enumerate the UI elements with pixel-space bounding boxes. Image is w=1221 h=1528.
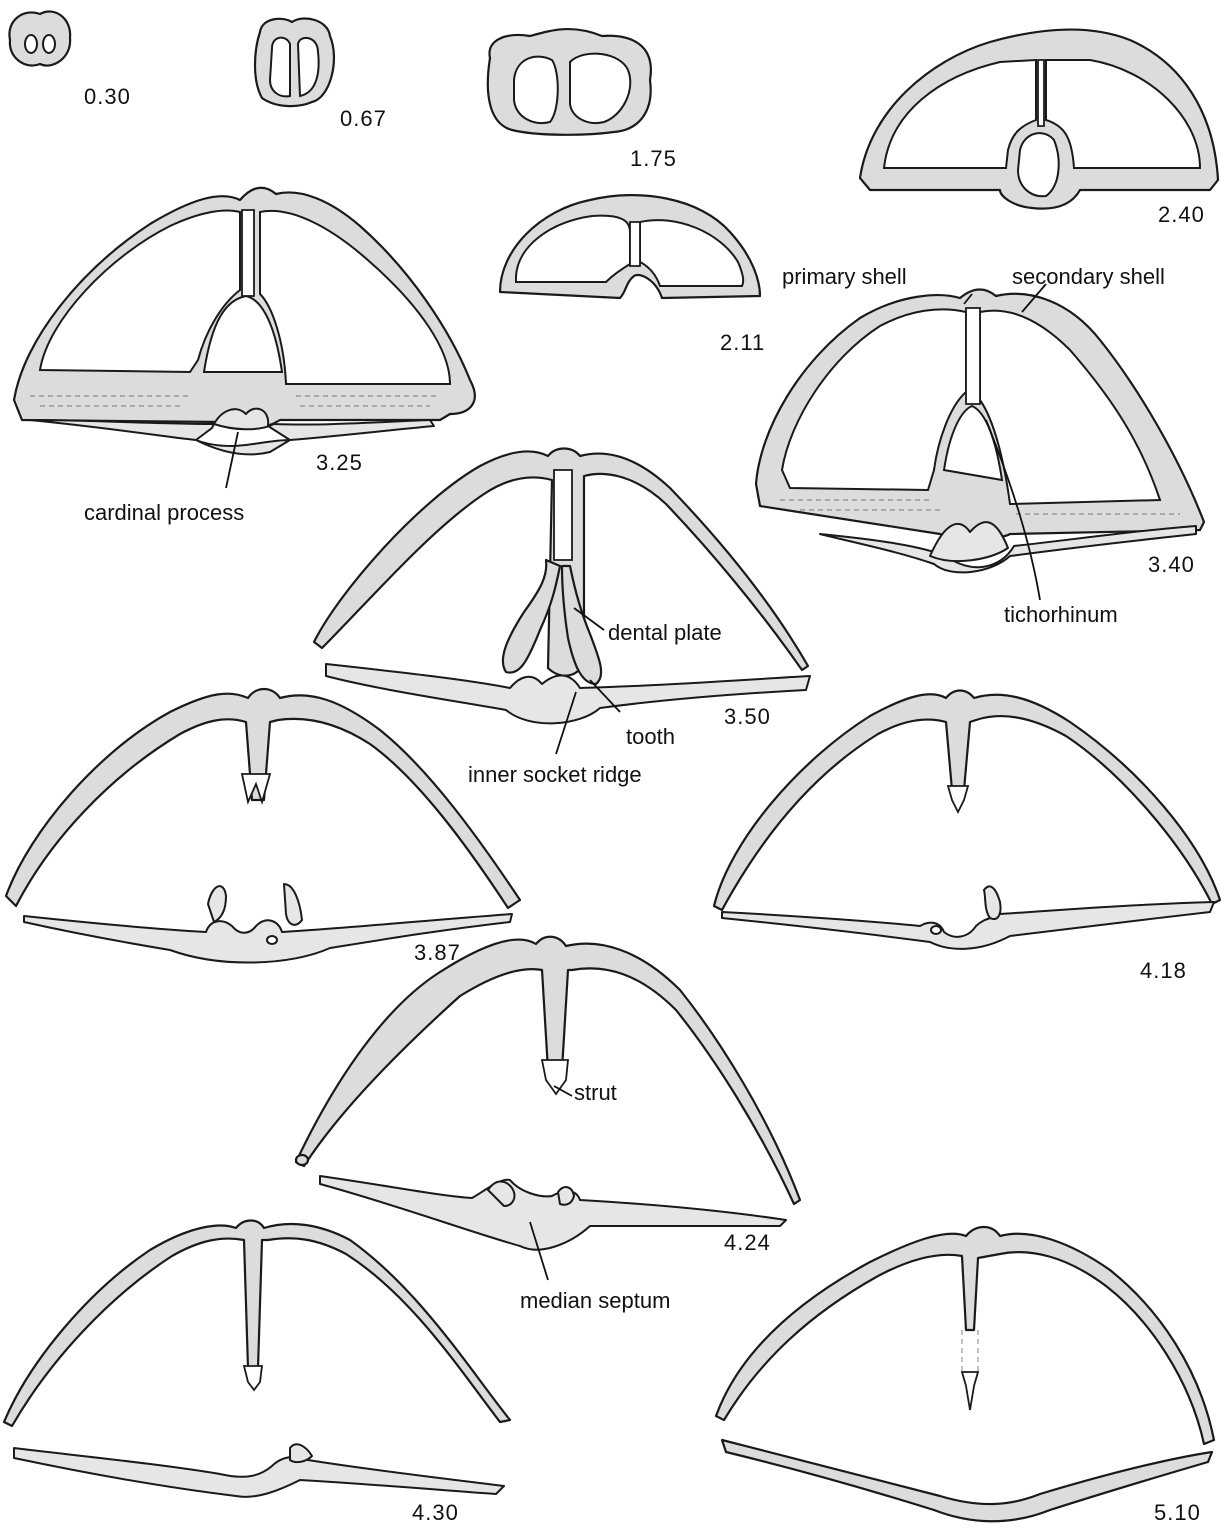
leader-cardinal-process — [226, 432, 238, 488]
section-0-67 — [255, 18, 334, 106]
section-3-40 — [756, 289, 1204, 572]
section-3-87 — [6, 689, 520, 963]
label-tooth: tooth — [626, 724, 675, 749]
section-3-25 — [14, 188, 475, 455]
section-4-24 — [296, 937, 800, 1250]
label-dental-plate: dental plate — [608, 620, 722, 645]
section-label-0-30: 0.30 — [84, 84, 131, 109]
section-label-2-11: 2.11 — [720, 330, 765, 355]
label-cardinal-process: cardinal process — [84, 500, 244, 525]
section-4-18 — [714, 691, 1220, 949]
label-tichorhinum: tichorhinum — [1004, 602, 1118, 627]
section-label-4-30: 4.30 — [412, 1500, 459, 1525]
section-label-3-40: 3.40 — [1148, 552, 1195, 577]
section-label-5-10: 5.10 — [1154, 1500, 1201, 1525]
section-4-30 — [4, 1221, 510, 1497]
section-label-3-87: 3.87 — [414, 940, 461, 965]
section-label-3-50: 3.50 — [724, 704, 771, 729]
label-secondary-shell: secondary shell — [1012, 264, 1165, 289]
section-label-3-25: 3.25 — [316, 450, 363, 475]
section-5-10 — [716, 1227, 1214, 1521]
label-primary-shell: primary shell — [782, 264, 907, 289]
section-1-75 — [488, 29, 651, 135]
section-2-11 — [500, 195, 760, 298]
section-label-4-24: 4.24 — [724, 1230, 771, 1255]
section-label-0-67: 0.67 — [340, 106, 387, 131]
label-inner-socket-ridge: inner socket ridge — [468, 762, 642, 787]
label-strut: strut — [574, 1080, 617, 1105]
label-median-septum: median septum — [520, 1288, 670, 1313]
section-label-4-18: 4.18 — [1140, 958, 1187, 983]
section-label-2-40: 2.40 — [1158, 202, 1205, 227]
section-label-1-75: 1.75 — [630, 146, 677, 171]
section-3-50 — [314, 449, 810, 724]
section-2-40 — [860, 30, 1218, 209]
section-0-30 — [9, 11, 70, 65]
